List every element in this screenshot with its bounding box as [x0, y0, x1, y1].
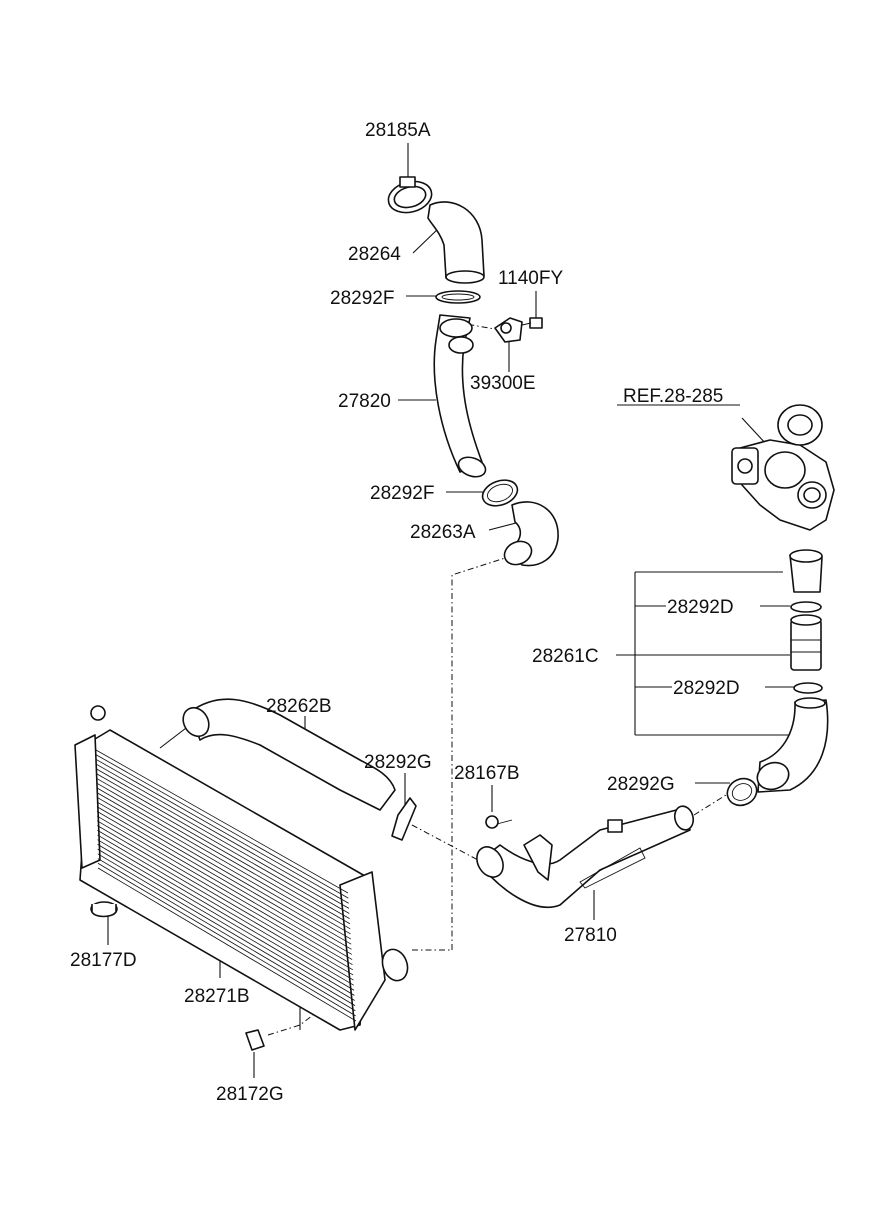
fin-line — [97, 848, 355, 1001]
fin-line — [96, 782, 351, 930]
hose-28263A — [503, 501, 559, 567]
mount-28177D — [90, 901, 118, 918]
label-ref-28-285: REF.28-285 — [623, 386, 723, 407]
clamp-28292D-lower — [793, 682, 823, 694]
label-28292F-mid: 28292F — [370, 483, 434, 504]
label-28292F-top: 28292F — [330, 288, 394, 309]
label-27820: 27820 — [338, 391, 391, 412]
fin-line — [95, 749, 349, 894]
turbocharger-reference — [731, 404, 835, 531]
pipe-27820 — [433, 314, 487, 478]
fin-line — [96, 777, 351, 925]
intercooler-28271B — [74, 705, 409, 1031]
intercooler-fins — [95, 749, 357, 1022]
fin-line — [97, 839, 355, 991]
fin-line — [97, 853, 356, 1006]
label-28177D: 28177D — [70, 950, 137, 971]
fin-line — [96, 806, 353, 955]
fin-line — [96, 792, 352, 940]
fin-line — [97, 829, 354, 981]
hose-elbow-right — [756, 697, 829, 793]
label-28262B: 28262B — [266, 696, 332, 717]
bolt-28167B — [485, 815, 513, 829]
pipe-27810 — [476, 805, 695, 908]
label-28185A: 28185A — [365, 120, 431, 141]
fin-line — [96, 768, 350, 914]
fin-line — [96, 811, 353, 960]
fin-line — [97, 862, 356, 1017]
clamp-28292D-upper — [790, 601, 822, 613]
fin-line — [97, 825, 354, 976]
label-28292G-left: 28292G — [364, 752, 432, 773]
fin-line — [96, 801, 352, 950]
label-28261C: 28261C — [532, 646, 599, 667]
fin-line — [96, 820, 354, 971]
label-27810: 27810 — [564, 925, 617, 946]
fin-line — [96, 773, 350, 919]
clamp-28185A — [387, 176, 433, 214]
label-28292D-top: 28292D — [667, 597, 734, 618]
fin-line — [97, 867, 357, 1022]
fin-line — [96, 787, 351, 935]
part-labels: 28185A 28264 28292F 1140FY 39300E 27820 … — [70, 120, 740, 1105]
label-1140FY: 1140FY — [498, 268, 563, 289]
connector-28261C — [790, 614, 822, 671]
fin-line — [96, 796, 352, 945]
hose-28262B — [182, 698, 396, 811]
fin-line — [95, 754, 349, 899]
nut-28172G — [245, 1029, 265, 1051]
fin-line — [97, 844, 355, 996]
sensor-39300E — [494, 317, 523, 343]
fin-line — [95, 759, 349, 904]
clamp-28292F-lower — [481, 479, 519, 507]
label-28167B: 28167B — [454, 763, 520, 784]
fin-line — [97, 834, 354, 986]
clamp-28292G-left — [391, 797, 417, 841]
fin-line — [96, 815, 353, 966]
clamp-28292F-upper — [435, 290, 481, 304]
label-28271B: 28271B — [184, 986, 250, 1007]
clamp-28292G-right — [726, 777, 758, 807]
hose-28264 — [427, 201, 485, 284]
fin-line — [96, 763, 350, 909]
label-28264: 28264 — [348, 244, 401, 265]
label-39300E: 39300E — [470, 373, 536, 394]
bolt-1140FY — [521, 317, 543, 329]
label-28292D-bottom: 28292D — [673, 678, 740, 699]
label-28292G-right: 28292G — [607, 774, 675, 795]
hose-upper-28261C — [789, 549, 823, 593]
fin-line — [97, 858, 356, 1012]
label-28263A: 28263A — [410, 522, 476, 543]
label-28172G: 28172G — [216, 1084, 284, 1105]
